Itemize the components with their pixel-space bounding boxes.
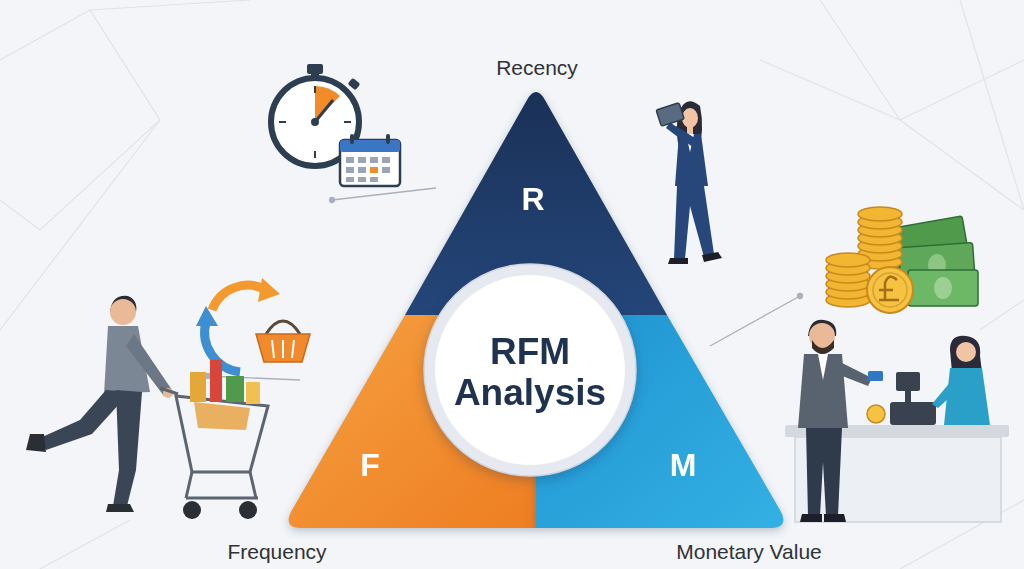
recycle-basket-icon	[196, 278, 310, 372]
circle-face	[435, 275, 625, 465]
shopper-with-cart	[26, 296, 268, 519]
section-name: Monetary Value	[676, 540, 822, 564]
section-name: Recency	[496, 56, 578, 80]
circle-ring	[424, 264, 636, 476]
section-letter: R	[503, 182, 563, 218]
coins-and-cash	[826, 207, 978, 313]
center-circle: RFM Analysis	[422, 262, 638, 478]
section-name: Frequency	[227, 540, 326, 564]
section-letter: F	[340, 448, 400, 484]
calendar-icon	[340, 134, 400, 186]
center-title: RFM Analysis	[445, 331, 615, 414]
section-shape	[289, 315, 536, 528]
section-letter: M	[653, 448, 713, 484]
businesswoman-figure	[656, 101, 722, 264]
checkout-counter-scene	[785, 320, 1009, 522]
section-shape	[536, 315, 783, 528]
